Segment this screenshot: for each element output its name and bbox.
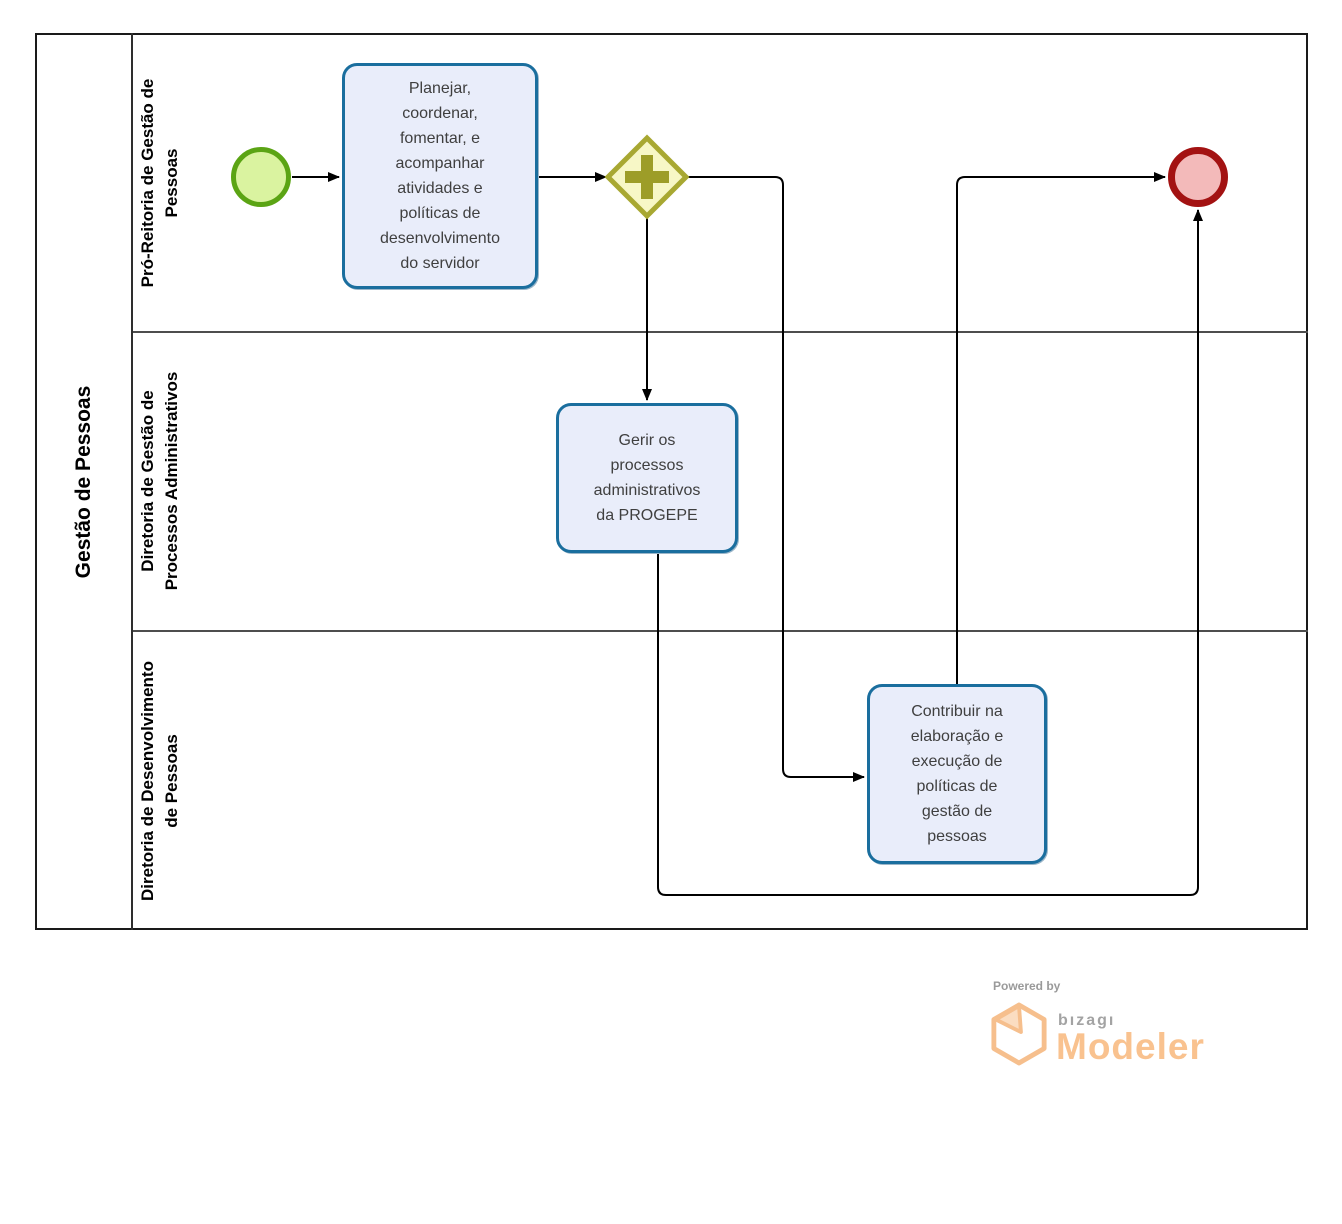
bizagi-logo-icon: [991, 1002, 1047, 1066]
bizagi-wordmark: bızagı: [1058, 1012, 1116, 1029]
task-planejar: Planejar, coordenar, fomentar, e acompan…: [342, 63, 538, 289]
flow-gerir-to-end: [657, 209, 1203, 896]
task-gerir: Gerir os processos administrativos da PR…: [556, 403, 738, 553]
pool-gestao-de-pessoas: [35, 33, 1308, 930]
powered-by-text: Powered by: [993, 979, 1061, 993]
modeler-wordmark: Modeler: [1056, 1026, 1205, 1067]
flow-gateway-to-contribuir: [688, 176, 865, 782]
lane-divider-1: [133, 331, 1308, 333]
lane-divider-2: [133, 630, 1308, 632]
start-event: [231, 147, 291, 207]
flow-contribuir-to-end: [956, 172, 1166, 684]
task-contribuir: Contribuir na elaboração e execução de p…: [867, 684, 1047, 864]
end-event: [1168, 147, 1228, 207]
pool-label-divider: [131, 33, 133, 930]
parallel-gateway: [604, 134, 690, 220]
plus-icon: [625, 155, 669, 199]
